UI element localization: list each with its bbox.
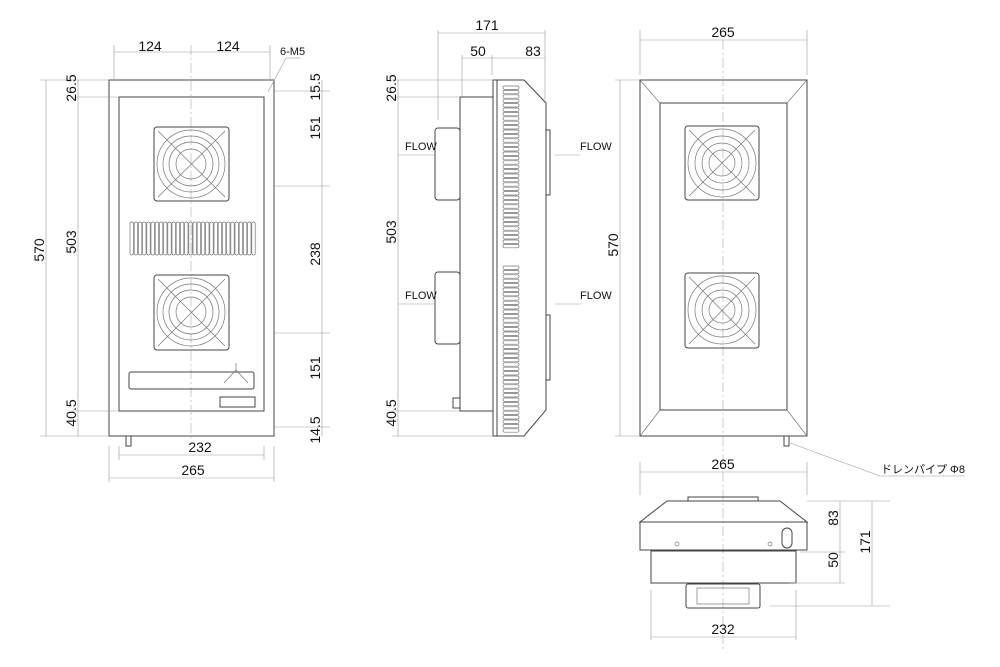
flow-label: FLOW (580, 290, 612, 302)
bottom-view: 265 83 50 171 232 (638, 456, 890, 640)
drain-pipe (783, 435, 790, 447)
dim-right-top: 15.5 (307, 73, 323, 100)
screw-note: 6-M5 (280, 46, 305, 58)
side-dim-bottom-offset: 40.5 (383, 399, 399, 426)
terminal-block (219, 396, 256, 408)
dim-right-mid: 238 (307, 242, 323, 266)
bottom-bar (128, 371, 255, 390)
dim-depth-inner: 50 (470, 43, 486, 59)
dim-depth-total: 171 (475, 17, 499, 33)
side-louver (502, 85, 520, 433)
dim-height-total: 570 (31, 238, 47, 262)
rear-fan-lower (684, 272, 760, 349)
dim-depth-outer: 83 (525, 43, 541, 59)
dim-right-bottom: 14.5 (307, 416, 323, 443)
rear-dim-height: 570 (605, 233, 621, 257)
rear-view: 265 ドレンパイプ Φ8 (639, 24, 965, 650)
side-dim-mount-height: 503 (383, 220, 399, 244)
side-dim-top-offset: 26.5 (383, 74, 399, 101)
fan-upper (153, 126, 230, 202)
dim-mount-width: 232 (188, 439, 212, 455)
rear-dim-width: 265 (711, 24, 735, 40)
flow-label: FLOW (405, 141, 437, 153)
bottom-fan (685, 583, 761, 609)
bottom-dim-outer-depth: 83 (825, 510, 841, 526)
louver (129, 221, 256, 256)
dim-right-fan2: 151 (307, 356, 323, 380)
dim-bottom-offset: 40.5 (63, 399, 79, 426)
dim-top-left: 124 (138, 38, 162, 54)
dim-width-total: 265 (181, 462, 205, 478)
flow-label: FLOW (405, 290, 437, 302)
side-fan-lower (434, 271, 461, 345)
flow-label: FLOW (580, 141, 612, 153)
side-fan-upper (434, 127, 461, 201)
bottom-dim-mount-width: 232 (711, 621, 735, 637)
dim-right-fan1: 151 (307, 116, 323, 140)
dim-top-right: 124 (216, 38, 240, 54)
side-view: 171 50 83 26.5 503 40.5 FLOW FLOW FLOW F… (383, 17, 640, 437)
rear-fan-upper (684, 125, 760, 201)
dim-top-offset: 26.5 (63, 74, 79, 101)
bottom-dim-inner-depth: 50 (825, 552, 841, 568)
fan-lower (153, 274, 230, 351)
dim-mount-height: 503 (63, 230, 79, 254)
drain-stub (125, 435, 132, 447)
drain-note: ドレンパイプ Φ8 (881, 463, 965, 476)
front-view: 124 124 6-M5 570 26.5 503 40.5 15.5 151 … (31, 38, 330, 482)
bottom-dim-depth-total: 171 (857, 530, 873, 554)
bottom-dim-width-total: 265 (711, 456, 735, 472)
